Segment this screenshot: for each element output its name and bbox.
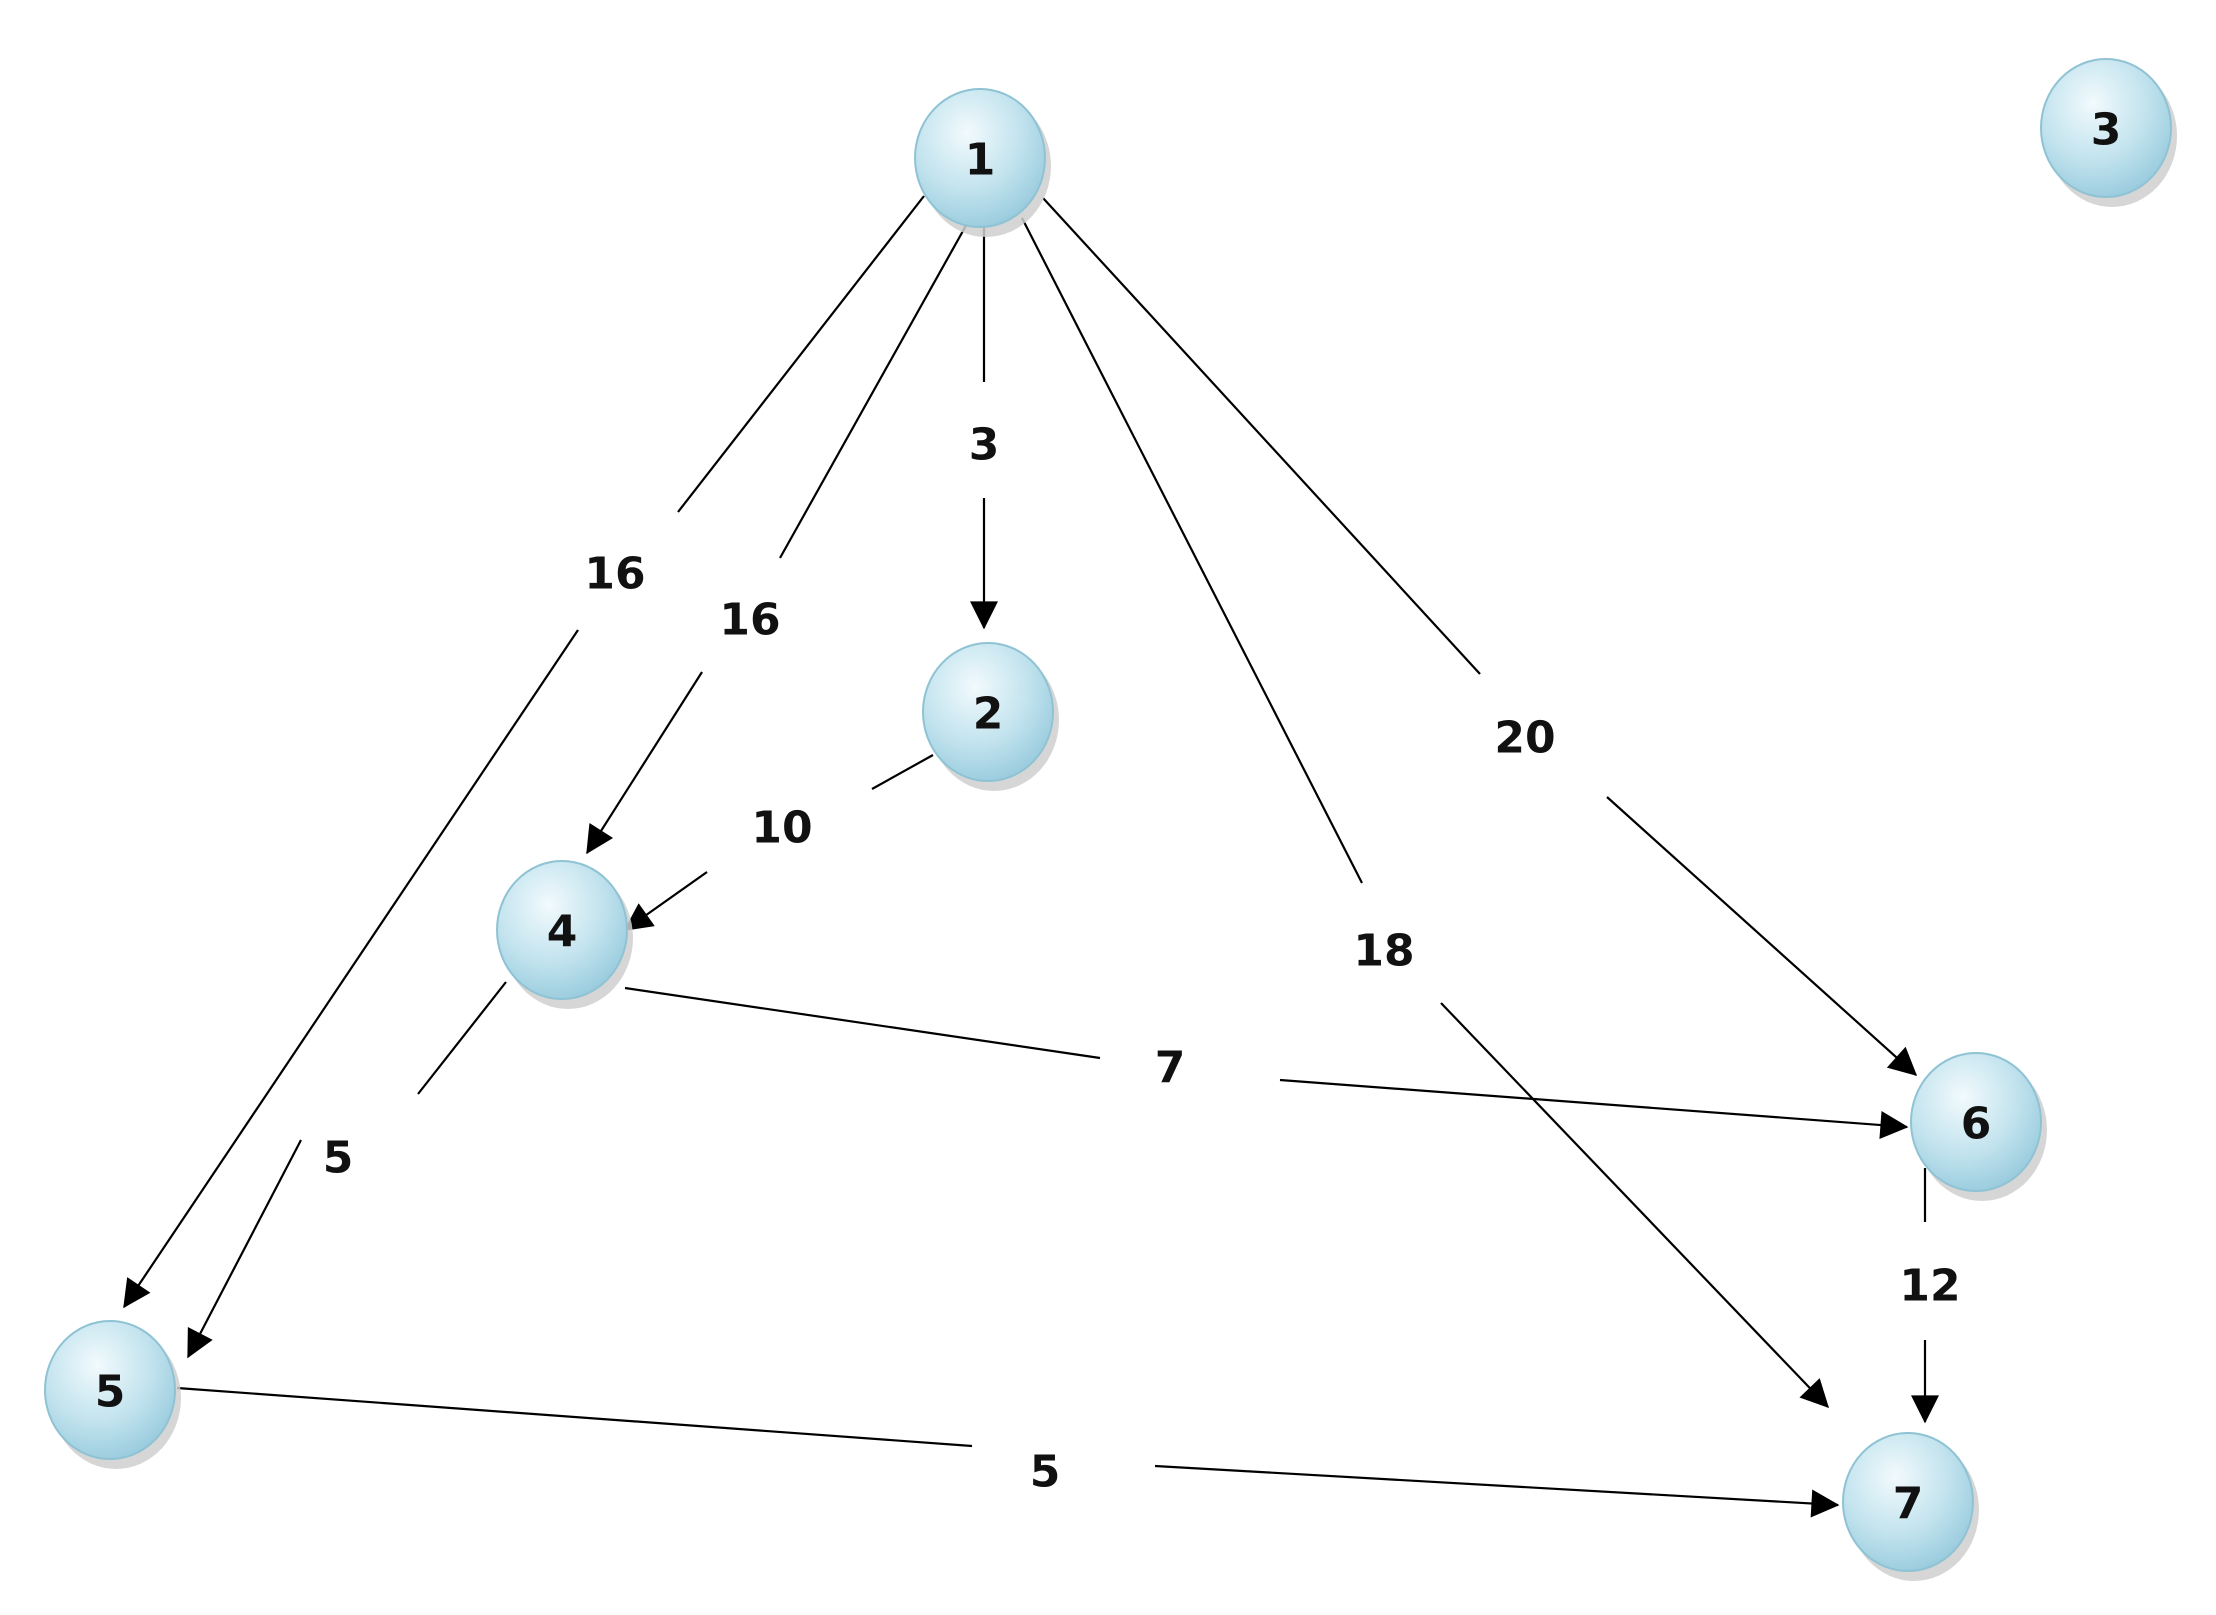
edge-weight-label: 10 bbox=[751, 803, 812, 854]
edge-line-segment bbox=[677, 195, 925, 513]
node-circle bbox=[1910, 1052, 2042, 1192]
node-label: 1 bbox=[965, 135, 996, 186]
edge-labels-layer: 16 16 3 18 20 10 5 7 5 12 bbox=[323, 420, 1961, 1498]
node-label: 4 bbox=[547, 907, 578, 958]
edge-arrow-segment bbox=[586, 671, 703, 855]
edge-5-to-7 bbox=[176, 1386, 1840, 1518]
node-3: 3 bbox=[2040, 58, 2177, 207]
edge-weight-label: 16 bbox=[719, 595, 780, 646]
node-7: 7 bbox=[1842, 1432, 1979, 1581]
edge-1-to-6 bbox=[1042, 197, 1918, 1076]
edge-arrow-segment bbox=[187, 1139, 302, 1359]
node-circle bbox=[922, 642, 1054, 782]
edge-line-segment bbox=[871, 754, 934, 790]
node-2: 2 bbox=[922, 642, 1059, 791]
edge-weight-label: 5 bbox=[323, 1133, 354, 1184]
node-5: 5 bbox=[44, 1320, 181, 1469]
edge-arrow-segment bbox=[1440, 1002, 1829, 1409]
edge-arrow-segment bbox=[1154, 1464, 1840, 1518]
edge-line-segment bbox=[624, 986, 1101, 1060]
edge-4-to-5 bbox=[187, 981, 507, 1359]
edge-line-segment bbox=[1021, 217, 1363, 884]
node-label: 7 bbox=[1893, 1479, 1924, 1530]
edge-arrow-segment bbox=[1279, 1078, 1909, 1139]
node-6: 6 bbox=[1910, 1052, 2047, 1201]
node-label: 5 bbox=[95, 1367, 126, 1418]
edge-arrow-segment bbox=[623, 871, 708, 931]
node-circle bbox=[914, 88, 1046, 228]
edge-weight-label: 5 bbox=[1030, 1447, 1061, 1498]
node-circle bbox=[44, 1320, 176, 1460]
edge-weight-label: 3 bbox=[969, 420, 1000, 471]
node-1: 1 bbox=[914, 88, 1051, 237]
edge-1-to-7 bbox=[1021, 217, 1829, 1409]
edge-2-to-4 bbox=[623, 754, 934, 931]
node-label: 6 bbox=[1961, 1099, 1992, 1150]
node-4: 4 bbox=[496, 860, 633, 1009]
edge-1-to-4 bbox=[586, 221, 969, 855]
edge-4-to-6 bbox=[624, 986, 1909, 1139]
edge-weight-label: 20 bbox=[1494, 713, 1555, 764]
node-circle bbox=[2040, 58, 2172, 198]
edge-weight-label: 16 bbox=[584, 549, 645, 600]
edge-weight-label: 12 bbox=[1899, 1261, 1960, 1312]
edge-line-segment bbox=[176, 1386, 973, 1448]
edge-line-segment bbox=[779, 221, 969, 559]
edge-arrow-segment bbox=[123, 629, 579, 1309]
edge-line-segment bbox=[417, 981, 507, 1095]
node-label: 3 bbox=[2091, 105, 2122, 156]
edge-weight-label: 7 bbox=[1155, 1043, 1186, 1094]
node-label: 2 bbox=[973, 689, 1004, 740]
edges-layer bbox=[123, 195, 1939, 1518]
edge-weight-label: 18 bbox=[1353, 926, 1414, 977]
node-circle bbox=[1842, 1432, 1974, 1572]
edge-1-to-5 bbox=[123, 195, 925, 1309]
node-circle bbox=[496, 860, 628, 1000]
edge-arrow-segment bbox=[1606, 796, 1918, 1076]
edge-line-segment bbox=[1042, 197, 1481, 675]
